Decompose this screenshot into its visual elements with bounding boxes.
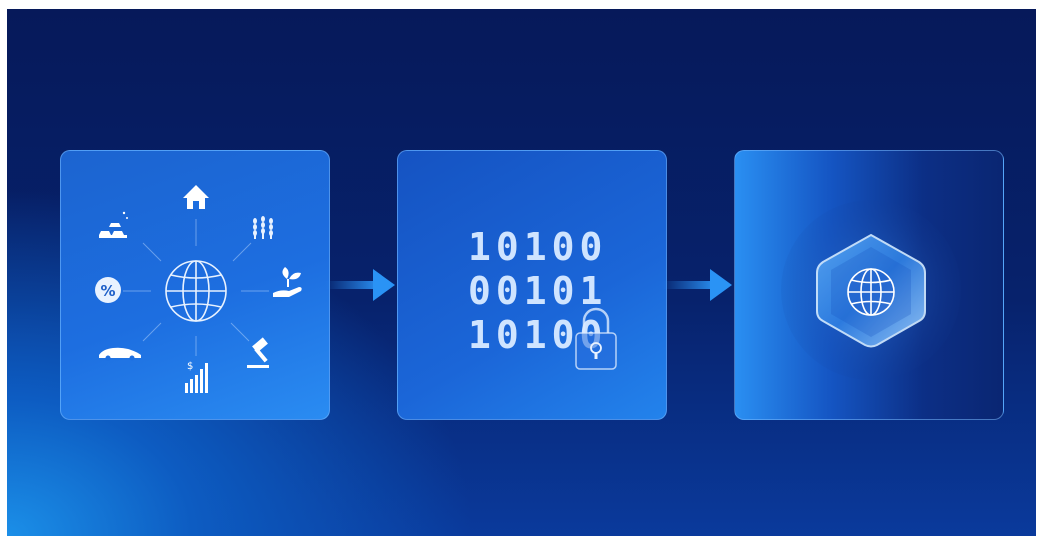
percent-icon: % <box>95 277 121 303</box>
data-panel: 10100 00101 10100 <box>397 150 667 420</box>
token-panel <box>734 150 1004 420</box>
globe-icon <box>165 260 227 322</box>
binary-row: 00101 <box>468 269 608 313</box>
padlock-icon <box>575 307 617 370</box>
assets-panel: $ % <box>60 150 330 420</box>
house-icon <box>183 185 209 209</box>
globe-icon <box>847 268 895 316</box>
assets-illustration: $ % <box>95 185 302 393</box>
svg-text:$: $ <box>187 361 193 372</box>
svg-text:%: % <box>100 282 115 300</box>
bar-chart-dollar-icon: $ <box>185 361 208 393</box>
wheat-icon <box>253 216 273 239</box>
binary-row: 10100 <box>468 225 608 269</box>
diagram-canvas: $ % <box>7 9 1036 536</box>
plant-in-hand-icon <box>273 267 302 297</box>
arrow-right-icon <box>662 269 732 301</box>
gavel-icon <box>247 337 269 368</box>
token-illustration <box>781 200 961 380</box>
car-icon <box>99 347 141 361</box>
gold-bars-icon <box>99 211 128 238</box>
arrow-right-icon <box>325 269 395 301</box>
